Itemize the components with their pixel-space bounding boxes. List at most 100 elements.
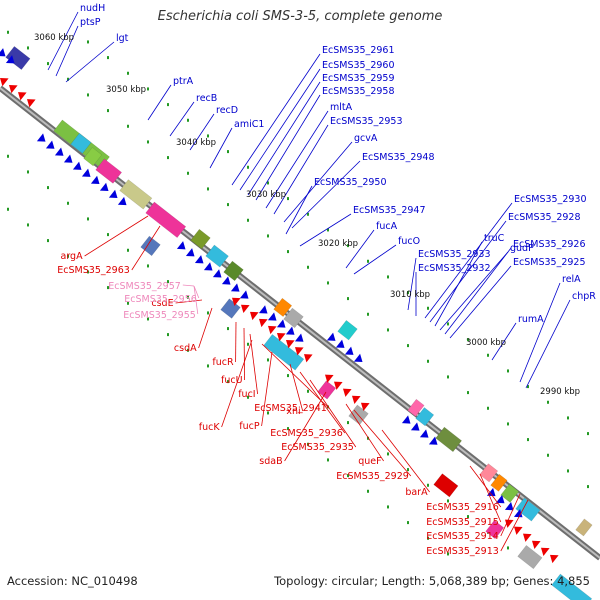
gene-label-pink: EcSMS35_2957 [108, 281, 181, 292]
gene-label-reverse: fucU [221, 375, 243, 386]
gene-features [0, 45, 593, 600]
gene-label-forward: EcSMS35_2933 [418, 249, 491, 260]
gene-arrow [81, 168, 91, 177]
gene-arrow [532, 540, 541, 549]
gene-arrow [250, 311, 259, 321]
gene-feature [223, 260, 244, 282]
gene-label-reverse: EcSMS35_2916 [426, 502, 499, 513]
gene-feature [575, 518, 593, 537]
gene-arrow [72, 161, 82, 170]
topology-value: circular [331, 574, 375, 588]
tick-label: 2990 kbp [540, 387, 580, 397]
gene-feature [5, 45, 31, 71]
gene-label-reverse: EcSMS35_2915 [426, 517, 499, 528]
gene-label-forward: EcSMS35_2948 [362, 152, 435, 163]
gene-label-forward: amiC1 [234, 119, 264, 130]
gene-arrow [176, 241, 186, 250]
gene-label-forward: recB [196, 93, 217, 104]
gene-feature [479, 463, 499, 483]
gene-feature [273, 297, 293, 318]
tick-label: 3010 kbp [390, 290, 430, 300]
gene-arrow [0, 78, 9, 87]
gene-label-forward: EcSMS35_2932 [418, 263, 491, 274]
gene-label-reverse: EcSMS35_2913 [426, 546, 499, 557]
gene-label-reverse: argA [61, 251, 84, 262]
gene-label-forward: EcSMS35_2950 [314, 177, 387, 188]
gene-feature [83, 147, 103, 167]
gene-label-reverse: EcSMS35_2936 [270, 428, 343, 439]
gene-label-forward: rumA [518, 314, 544, 325]
gene-arrow [27, 99, 36, 108]
gene-label-forward: gudP [510, 243, 534, 254]
gene-arrow [267, 312, 277, 321]
gene-label-forward: EcSMS35_2928 [508, 212, 581, 223]
gene-arrow [352, 395, 361, 404]
tick-label: 3020 kbp [318, 239, 358, 249]
gene-label-forward: mltA [330, 102, 353, 113]
gene-feature [205, 244, 229, 268]
gene-arrow [550, 554, 559, 564]
gene-label-reverse: barA [405, 487, 428, 498]
gene-label-forward: recD [216, 105, 238, 116]
gene-label-reverse: EcSMS35_2935 [281, 442, 354, 453]
gene-arrow [361, 402, 370, 412]
gene-arrow [194, 255, 204, 264]
gene-label-forward: truC [484, 233, 505, 244]
gene-arrow [335, 339, 345, 348]
gene-label-forward: fucO [398, 236, 420, 247]
gene-label-reverse: EcSMS35_2941 [254, 403, 327, 414]
gene-arrow [259, 318, 268, 328]
gene-feature [190, 228, 211, 250]
gene-arrow [232, 297, 241, 306]
gene-arrow [241, 304, 250, 314]
gene-arrow [295, 347, 304, 356]
map-title: Escherichia coli SMS-3-5, complete genom… [157, 9, 443, 24]
accession-value: NC_010498 [71, 574, 138, 588]
tick-label: 3000 kbp [466, 338, 506, 348]
gene-arrow [99, 182, 109, 191]
gene-arrow [294, 333, 304, 342]
gene-arrow [513, 509, 523, 518]
gene-label-forward: EcSMS35_2959 [322, 73, 395, 84]
gene-feature [95, 158, 122, 184]
gene-arrow [401, 415, 411, 424]
gene-label-forward: ptsP [80, 17, 101, 28]
gene-feature [337, 320, 358, 341]
gene-label-reverse: fucP [239, 421, 260, 432]
gene-arrow [325, 374, 334, 383]
gene-feature [415, 407, 435, 427]
gene-feature [140, 235, 161, 257]
accession-text: Accession: NC_010498 [7, 574, 138, 588]
gene-arrow [285, 326, 295, 335]
gene-label-reverse: EcSMS35_2963 [57, 265, 130, 276]
gene-arrow [523, 533, 532, 542]
gene-arrow [221, 276, 231, 285]
gene-label-forward: EcSMS35_2925 [513, 257, 586, 268]
gene-arrow [419, 429, 429, 438]
gene-label-forward: EcSMS35_2947 [353, 205, 426, 216]
gene-feature [490, 473, 508, 492]
gene-arrow [410, 422, 420, 431]
gene-arrow [185, 248, 195, 257]
gene-feature [435, 426, 462, 453]
gene-arrow [90, 175, 100, 184]
gene-label-forward: relA [562, 274, 581, 285]
gene-label-reverse: queF [358, 456, 381, 467]
gene-label-forward: nudH [80, 3, 105, 14]
gene-arrow [18, 92, 27, 101]
gene-label-forward: EcSMS35_2960 [322, 60, 395, 71]
gene-arrow [286, 340, 295, 349]
gene-arrow [258, 305, 268, 314]
gene-arrow [108, 189, 118, 199]
gene-label-reverse: fucK [199, 422, 221, 433]
tick-label: 3040 kbp [176, 138, 216, 148]
gene-label-forward: EcSMS35_2926 [513, 239, 586, 250]
gene-arrow [334, 381, 343, 390]
gene-arrow [268, 325, 277, 335]
gene-label-forward: EcSMS35_2930 [514, 194, 587, 205]
gene-feature [515, 497, 541, 522]
gene-feature [433, 473, 459, 498]
gene-label-forward: EcSMS35_2961 [322, 45, 395, 56]
genes-label: Genes: [513, 574, 554, 588]
